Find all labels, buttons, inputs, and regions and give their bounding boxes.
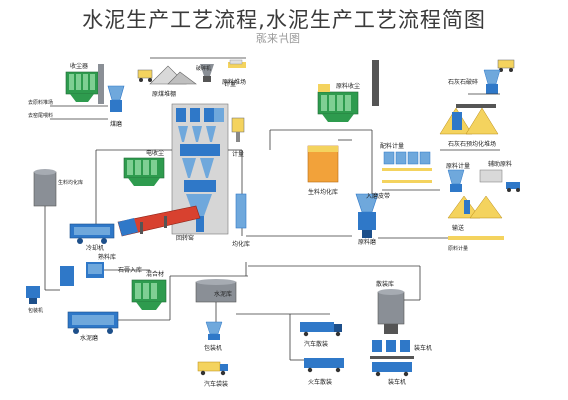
chimney bbox=[372, 60, 379, 106]
label-kiln: 回转窑 bbox=[176, 234, 194, 242]
top-dust-collector bbox=[65, 64, 104, 104]
label-cement-silo: 水泥库 bbox=[214, 290, 232, 298]
label-truck-bags: 汽车袋装 bbox=[204, 380, 228, 388]
belt-conveyor bbox=[448, 236, 504, 240]
label-packer: 包装机 bbox=[204, 344, 222, 352]
label-loading: 装车机 bbox=[414, 344, 432, 352]
cement-silo bbox=[195, 279, 237, 303]
bulk-silo bbox=[377, 289, 405, 334]
dosing-bins bbox=[382, 151, 432, 183]
label-silo-left: 生料均化库 bbox=[58, 179, 83, 186]
label-cement-mill: 水泥磨 bbox=[80, 334, 98, 342]
cooler bbox=[69, 223, 115, 244]
train bbox=[304, 358, 344, 373]
left-silo bbox=[33, 169, 57, 207]
raw-mill-dust-collector bbox=[317, 84, 359, 122]
label-shredder: 破碎机 bbox=[196, 65, 211, 72]
label-weigher: 计量 bbox=[232, 150, 244, 158]
packer-unit bbox=[205, 321, 223, 340]
preheater-dust-collector bbox=[123, 157, 165, 186]
label-silo-bagging: 散装库 bbox=[376, 280, 394, 288]
page-title: 水泥生产工艺流程,水泥生产工艺流程简图 bbox=[82, 8, 486, 32]
label-bulk-truck: 汽车散装 bbox=[304, 340, 328, 348]
label-clinker-silo: 熟料库 bbox=[98, 253, 116, 261]
coal-shed bbox=[137, 65, 197, 85]
label-homo-silo: 均化库 bbox=[232, 240, 250, 248]
mirrored-watermark-text: 图片来源 bbox=[256, 31, 300, 45]
label-cooler: 冷却机 bbox=[86, 244, 104, 252]
label-dosing: 配料计量 bbox=[380, 142, 404, 150]
label-weigher-top: 计量 bbox=[224, 80, 236, 88]
label-coal-bin-tag: 去原料堆场 bbox=[28, 99, 53, 106]
label-raw-silo: 生料均化库 bbox=[308, 188, 338, 196]
label-raw-mill-feed: 入磨皮带 bbox=[366, 192, 390, 200]
label-raw-storage: 原料堆场 bbox=[222, 78, 246, 86]
homo-column bbox=[235, 193, 247, 229]
rotary-kiln bbox=[117, 205, 201, 237]
label-loading-2: 装车机 bbox=[388, 378, 406, 386]
label-clay: 辅助原料 bbox=[488, 160, 512, 168]
label-dust-collector-top: 收尘器 bbox=[70, 62, 88, 70]
clay-pile bbox=[447, 195, 503, 219]
label-coal-mill-feed: 去窑尾喂料 bbox=[28, 112, 53, 119]
label-dust-collector-mid: 原料收尘 bbox=[336, 82, 360, 90]
label-raw-feed: 原料计量 bbox=[446, 162, 470, 170]
label-limestone-store: 石灰石预均化堆场 bbox=[448, 140, 496, 148]
label-conveyor: 输送 bbox=[452, 224, 464, 232]
raw-mill bbox=[355, 193, 379, 238]
bulk-truck bbox=[300, 322, 342, 337]
coal-mill bbox=[107, 85, 125, 112]
label-train: 火车散装 bbox=[308, 378, 332, 386]
left-packer bbox=[26, 286, 40, 304]
raw-silo bbox=[307, 145, 339, 183]
clay-unit bbox=[479, 169, 520, 192]
label-packer-left: 包装机 bbox=[28, 307, 43, 314]
clinker-silo bbox=[60, 262, 104, 286]
cement-mill bbox=[67, 311, 119, 334]
label-mixer: 混合材 bbox=[146, 270, 164, 278]
label-coal-shed: 原煤堆棚 bbox=[152, 90, 176, 98]
raw-feed-unit bbox=[447, 169, 465, 192]
label-raw-mill: 原料磨 bbox=[358, 238, 376, 246]
limestone-crusher bbox=[483, 59, 515, 94]
label-preheater-dust: 电收尘 bbox=[146, 149, 164, 157]
shredder bbox=[200, 64, 214, 82]
label-coal-mill: 煤磨 bbox=[110, 120, 122, 128]
cement-dust-collector bbox=[131, 279, 167, 310]
limestone-store bbox=[439, 104, 499, 135]
meter-unit bbox=[231, 117, 245, 142]
label-raw-mill-feed-2: 原料计量 bbox=[448, 245, 468, 252]
loading-machine bbox=[370, 340, 414, 377]
label-limestone-crusher: 石灰石破碎 bbox=[448, 78, 478, 86]
truck-bags bbox=[197, 361, 228, 376]
